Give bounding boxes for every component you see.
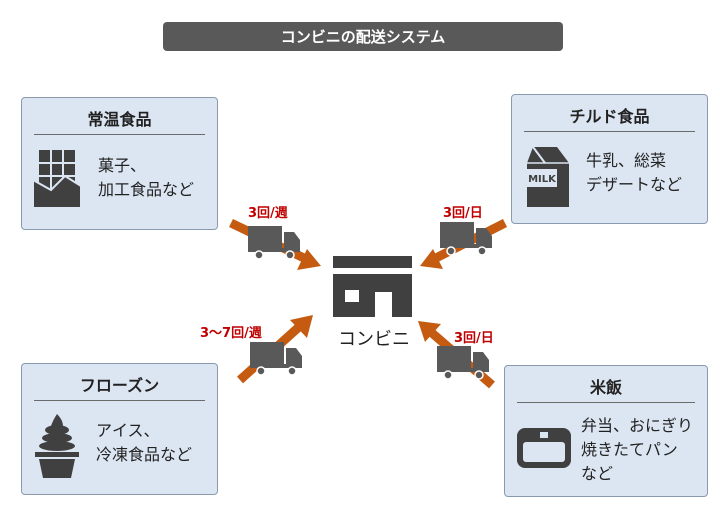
chocolate-icon bbox=[32, 150, 82, 209]
frequency-chilled: 3回/日 bbox=[443, 206, 483, 221]
card-chilled-food: チルド食品 MILK 牛乳、総菜 デザートなど bbox=[511, 94, 708, 224]
card-description: 弁当、おにぎり 焼きたてパン など bbox=[581, 416, 694, 483]
divider bbox=[524, 131, 695, 132]
card-frozen-food: フローズン アイス、 冷凍食品など bbox=[21, 363, 218, 495]
divider bbox=[517, 402, 695, 403]
truck-icon bbox=[436, 345, 490, 380]
truck-icon bbox=[247, 225, 301, 260]
bento-box-icon bbox=[517, 428, 571, 468]
card-rice-food: 米飯 弁当、おにぎり 焼きたてパン など bbox=[504, 365, 708, 497]
truck-icon bbox=[249, 341, 303, 376]
card-title: 米飯 bbox=[589, 378, 622, 397]
milk-label: MILK bbox=[528, 174, 557, 185]
card-description: 牛乳、総菜 デザートなど bbox=[586, 151, 683, 194]
divider bbox=[34, 134, 205, 135]
truck-icon bbox=[439, 221, 493, 256]
store-icon bbox=[333, 256, 412, 317]
milk-carton-icon: MILK bbox=[527, 146, 569, 207]
card-title: フローズン bbox=[79, 376, 160, 395]
diagram-title: コンビニの配送システム bbox=[163, 22, 563, 51]
frequency-frozen: 3～7回/週 bbox=[200, 326, 262, 341]
card-title: 常温食品 bbox=[87, 110, 152, 129]
frequency-ambient: 3回/週 bbox=[248, 206, 288, 221]
frequency-rice: 3回/日 bbox=[454, 331, 494, 346]
divider bbox=[34, 400, 205, 401]
soft-serve-icon bbox=[35, 414, 79, 478]
store-label: コンビニ bbox=[338, 329, 410, 350]
card-ambient-food: 常温食品 菓子、 加工食品など bbox=[21, 97, 218, 230]
card-title: チルド食品 bbox=[569, 107, 650, 126]
card-description: 菓子、 加工食品など bbox=[98, 156, 195, 199]
card-description: アイス、 冷凍食品など bbox=[96, 421, 193, 464]
